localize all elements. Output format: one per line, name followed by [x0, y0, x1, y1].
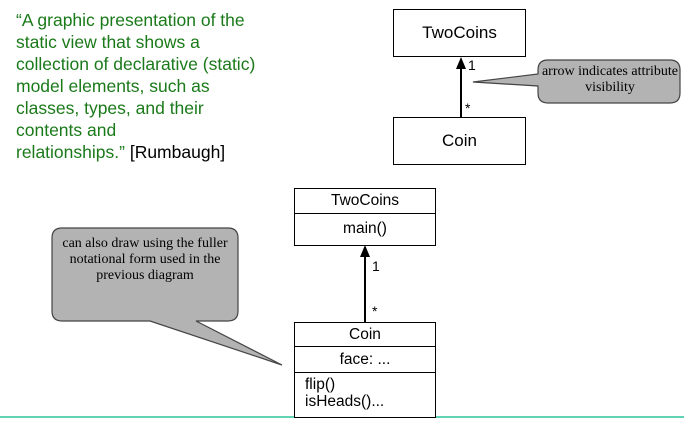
bottom-class-coin: Coin face: ... flip() isHeads()... — [294, 322, 436, 418]
quote-line: model elements, such as — [16, 76, 210, 96]
quote-line: relationships.” [Rumbaugh] — [16, 141, 306, 163]
top-arrowhead — [456, 57, 466, 69]
class-operations: main() — [343, 220, 387, 237]
quote-line: static view that shows a — [16, 32, 200, 52]
quote-line: collection of declarative (static) — [16, 54, 256, 74]
top-class-coin: Coin — [393, 117, 526, 165]
operation-item: flip() — [305, 376, 336, 393]
top-multiplicity-one: 1 — [468, 57, 476, 73]
bottom-arrowhead — [360, 245, 370, 257]
class-operations: flip() isHeads()... — [295, 373, 435, 413]
bottom-class-twocoins: TwoCoins main() — [294, 188, 436, 246]
class-name: Coin — [295, 323, 435, 347]
bottom-multiplicity-many: * — [372, 303, 378, 319]
class-attribute: face: ... — [295, 347, 435, 373]
top-class-twocoins: TwoCoins — [393, 9, 526, 57]
quote-last-line: relationships.” — [16, 142, 125, 162]
top-multiplicity-many: * — [465, 100, 471, 116]
quote-line: contents and — [16, 120, 117, 140]
class-name: TwoCoins — [295, 189, 435, 214]
bottom-callout-text: can also draw using the fuller notationa… — [62, 236, 228, 283]
top-callout-text: arrow indicates attribute visibility — [541, 64, 679, 95]
bottom-callout-shape — [51, 227, 283, 366]
definition-quote: “A graphic presentation of the static vi… — [16, 9, 306, 163]
top-callout-shape — [472, 59, 681, 104]
operation-item: isHeads()... — [305, 393, 385, 410]
quote-attribution: [Rumbaugh] — [129, 142, 226, 162]
bottom-multiplicity-one: 1 — [372, 258, 380, 274]
quote-line: “A graphic presentation of the — [16, 10, 245, 30]
quote-line: classes, types, and their — [16, 98, 204, 118]
